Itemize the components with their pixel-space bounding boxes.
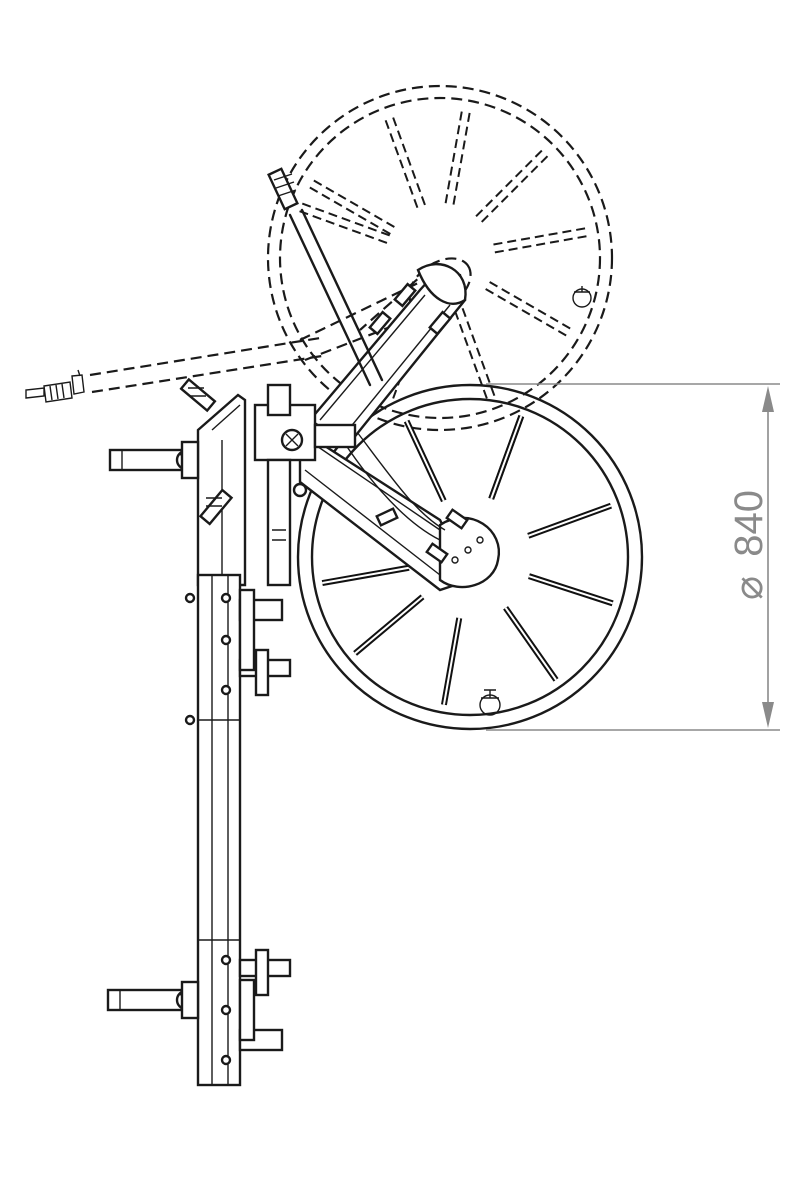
frame-bolt — [220, 954, 232, 966]
ghost-spoke — [475, 148, 544, 217]
diameter-dimension: ⌀ 840 — [486, 383, 780, 731]
ghost-tine-clip — [572, 286, 592, 308]
ghost-spoke — [300, 201, 391, 237]
ghost-spoke — [454, 310, 489, 401]
main-frame — [179, 377, 247, 1087]
upper-couplers — [368, 282, 452, 336]
ghost-spoke — [444, 109, 464, 204]
ghost-wheel-outer-rim — [266, 84, 614, 432]
frame-bolt — [184, 714, 196, 726]
hitch-pin-lower — [106, 980, 200, 1020]
main-spoke-highlight — [490, 415, 523, 500]
main-wheel-spokes — [321, 415, 614, 706]
diameter-value: 840 — [727, 490, 771, 557]
main-tine-clip — [479, 689, 501, 716]
upper-hub — [416, 262, 467, 305]
main-wheel-outer-rim — [296, 383, 644, 731]
main-spoke-highlight — [504, 607, 557, 681]
dimension-label: ⌀ 840 — [727, 490, 771, 600]
beam-brackets — [238, 588, 292, 1052]
ghost-hub-link — [359, 267, 431, 331]
top-hydraulic-fitting — [267, 167, 299, 211]
ghost-spoke — [311, 178, 395, 228]
frame-top-fitting — [179, 377, 217, 413]
pivot-post — [266, 458, 292, 587]
ghost-wheel-spokes — [297, 109, 589, 401]
main-spoke-highlight — [354, 596, 424, 655]
ghost-spoke — [461, 307, 497, 398]
ghost-spoke — [383, 118, 419, 209]
dimension-arrow-bottom — [762, 702, 774, 728]
frame-bolt — [184, 592, 196, 604]
ghost-spoke — [452, 110, 471, 205]
main-spoke-highlight — [527, 504, 612, 537]
frame-bolt — [220, 684, 232, 696]
frame-side-fitting — [198, 488, 234, 526]
ghost-spoke — [297, 209, 388, 244]
dimension-arrow-top — [762, 386, 774, 412]
ghost-spoke — [489, 281, 573, 331]
frame-beam — [196, 573, 242, 1087]
main-spoke-highlight — [405, 420, 445, 502]
main-wheel-inner-rim — [310, 397, 630, 717]
frame-bolt — [220, 592, 232, 604]
frame-bolt — [220, 634, 232, 646]
upper-arm — [267, 167, 467, 447]
ghost-hydraulic-coupler — [25, 369, 85, 403]
hub-couplers — [375, 507, 469, 564]
main-spoke-highlight — [322, 566, 410, 585]
main-wheel — [296, 383, 644, 731]
main-spoke-highlight — [528, 575, 613, 605]
diameter-symbol: ⌀ — [727, 576, 771, 600]
ghost-spoke — [494, 234, 589, 254]
wheel-arm — [298, 409, 501, 592]
hitch-pin-upper — [108, 440, 200, 480]
ghost-spoke — [485, 288, 569, 338]
ghost-spoke — [307, 185, 391, 235]
ghost-spoke — [481, 154, 550, 223]
ghost-spoke — [391, 115, 426, 206]
main-spoke-highlight — [442, 617, 461, 705]
ghost-wheel-inner-rim — [278, 96, 602, 420]
ghost-spoke — [493, 227, 588, 246]
raised-wheel-ghost — [266, 84, 614, 432]
pivot-bracket — [253, 383, 357, 587]
frame-bolt — [220, 1054, 232, 1066]
frame-bolt — [220, 1004, 232, 1016]
